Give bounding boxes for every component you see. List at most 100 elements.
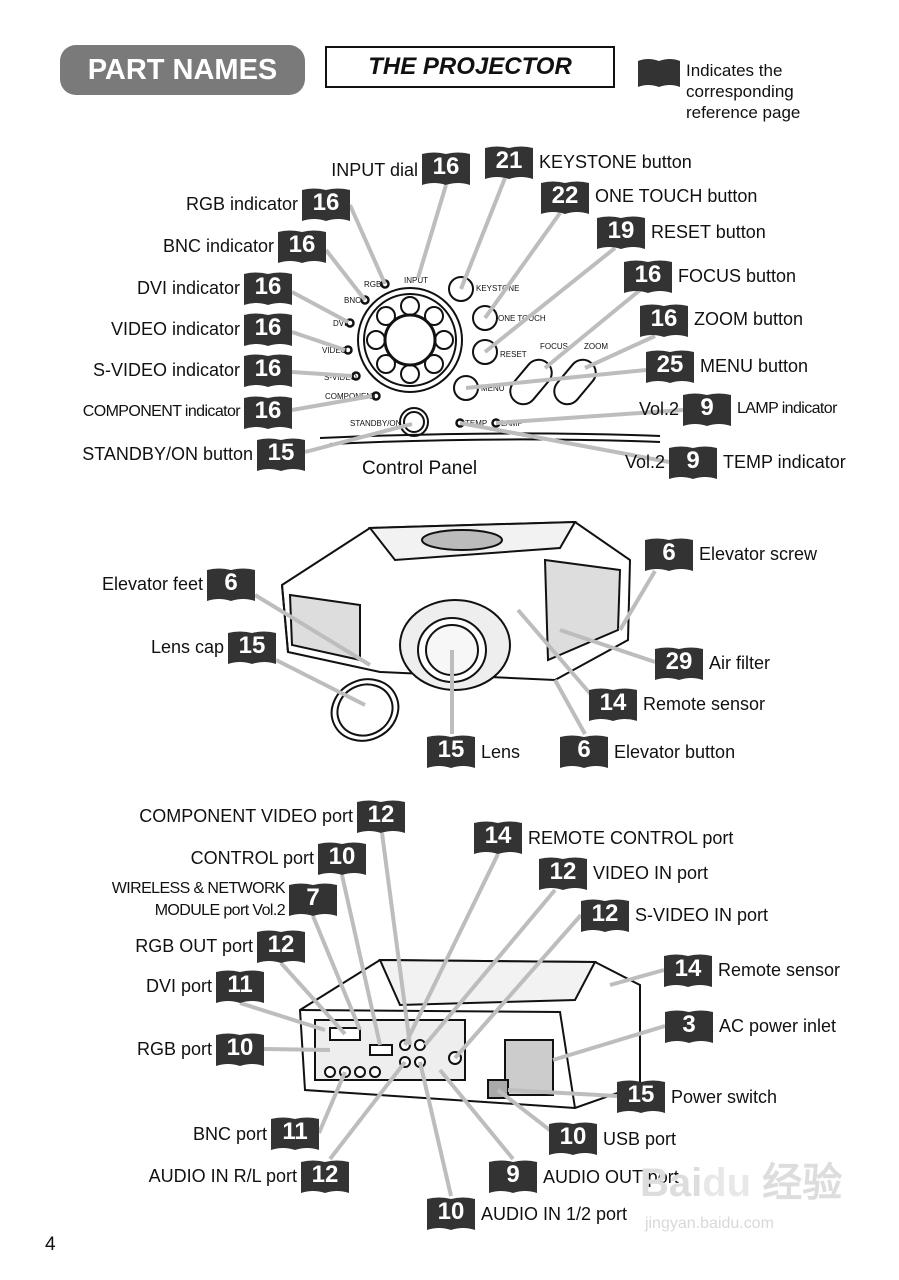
book-page-badge: 29 (655, 646, 703, 680)
book-page-badge: 16 (244, 395, 292, 429)
page-number-text: 7 (306, 884, 320, 911)
page-number-text: 12 (267, 931, 295, 958)
callout-label: COMPONENT VIDEO port (139, 806, 353, 826)
page-number-text: 15 (627, 1081, 655, 1108)
callout-label: USB port (603, 1129, 677, 1149)
book-page-badge: 6 (207, 567, 255, 601)
book-page-badge: 10 (427, 1196, 475, 1230)
callout-label: INPUT dial (331, 160, 418, 180)
callout-label: DVI port (145, 976, 212, 996)
page-number-text: 15 (238, 632, 266, 659)
control-panel-caption: Control Panel (362, 458, 478, 479)
book-page-badge: 6 (645, 537, 693, 571)
callout-label: LAMP indicator (737, 400, 837, 417)
callout-label: Elevator screw (699, 544, 818, 564)
book-page-badge: 16 (244, 271, 292, 305)
volume-reference: Vol.2 (624, 452, 665, 472)
projector-rear-drawing (298, 958, 641, 1110)
page-number-text: 14 (484, 822, 512, 849)
page-number-text: 16 (254, 355, 282, 382)
page-number-text: 12 (549, 858, 577, 885)
callout-label: CONTROL port (190, 848, 314, 868)
book-page-badge: 12 (539, 856, 587, 890)
book-page-badge: 3 (665, 1009, 713, 1043)
callout-label: RGB OUT port (135, 936, 253, 956)
page-number-text: 25 (656, 351, 684, 378)
section-title: THE PROJECTOR (325, 46, 615, 88)
book-page-badge: 16 (244, 353, 292, 387)
book-page-badge: 10 (216, 1032, 264, 1066)
callout-label: Elevator feet (101, 574, 203, 594)
legend-text: Indicates the corresponding reference pa… (686, 60, 800, 123)
page-number-text: 12 (591, 900, 619, 927)
book-page-badge: 9 (669, 445, 717, 479)
page-number-text: 12 (311, 1161, 339, 1188)
book-page-badge: 9 (489, 1159, 537, 1193)
volume-reference: Vol.2 (638, 399, 679, 419)
book-page-badge: 9 (683, 392, 731, 426)
book-page-badge: 12 (301, 1159, 349, 1193)
page-number-text: 6 (224, 569, 238, 596)
callout-label: BNC indicator (162, 236, 274, 256)
page-number-text: 16 (312, 189, 340, 216)
callout-label: S-VIDEO indicator (92, 360, 240, 380)
legend-line: Indicates the (686, 61, 783, 80)
page-number-text: 10 (437, 1198, 465, 1225)
callout-label: STANDBY/ON button (82, 444, 253, 464)
panel-label-component: COMPONENT (325, 392, 377, 401)
page-number-text: 29 (665, 648, 693, 675)
book-page-badge: 25 (646, 349, 694, 383)
panel-label-keystone: KEYSTONE (476, 284, 519, 293)
page-number-text: 16 (254, 273, 282, 300)
page-number-text: 16 (254, 397, 282, 424)
callout-label: AUDIO IN R/L port (148, 1166, 297, 1186)
book-page-badge: 12 (257, 929, 305, 963)
page-number-text: 16 (288, 231, 316, 258)
page-number-text: 15 (437, 736, 465, 763)
page-number-text: 11 (227, 971, 253, 998)
page-number-text: 21 (495, 147, 523, 174)
callout-label: AUDIO OUT port (543, 1167, 679, 1187)
callout-label: BNC port (192, 1124, 267, 1144)
page-number-text: 16 (432, 153, 460, 180)
page-number-text: 9 (686, 447, 700, 474)
panel-label-s-video: S-VIDEO (324, 373, 357, 382)
book-page-badge: 16 (302, 187, 350, 221)
book-page-badge: 10 (318, 841, 366, 875)
book-page-badge: 16 (422, 151, 470, 185)
book-page-badge: 15 (228, 630, 276, 664)
panel-label-menu: MENU (481, 384, 505, 393)
book-page-badge: 14 (474, 820, 522, 854)
callout-label: RGB indicator (185, 194, 298, 214)
panel-label-one-touch: ONE TOUCH (498, 314, 546, 323)
callout-label: Remote sensor (718, 960, 841, 980)
book-page-badge: 14 (664, 953, 712, 987)
book-page-badge: 11 (271, 1116, 319, 1150)
page-number-text: 6 (662, 539, 676, 566)
book-page-badge: 6 (560, 734, 608, 768)
book-icon (638, 59, 680, 87)
book-page-badge: 7 (289, 882, 337, 916)
page-number-text: 16 (650, 305, 678, 332)
callout-label: COMPONENT indicator (82, 403, 241, 420)
book-page-badge: 11 (216, 969, 264, 1003)
callout-label: Elevator button (614, 742, 736, 762)
callout-label: REMOTE CONTROL port (528, 828, 734, 848)
leader-lines (239, 177, 684, 1197)
page-number-text: 14 (599, 689, 627, 716)
callout-label: MENU button (700, 356, 809, 376)
callout-label: AUDIO IN 1/2 port (481, 1204, 628, 1224)
callout-label: S-VIDEO IN port (635, 905, 769, 925)
page-number-text: 15 (267, 439, 295, 466)
callout-label: WIRELESS & NETWORK (111, 880, 286, 897)
page-number-text: 11 (282, 1118, 308, 1145)
page-number-text: 14 (674, 955, 702, 982)
panel-label-rgb: RGB (364, 280, 381, 289)
book-page-badge: 22 (541, 180, 589, 214)
control-panel-drawing (319, 276, 661, 445)
book-page-badge: 15 (257, 437, 305, 471)
panel-label-video: VIDEO (322, 346, 347, 355)
book-page-badge: 16 (640, 303, 688, 337)
watermark-logo: Baidu 经验 (640, 1161, 843, 1205)
page-title: PART NAMES (60, 45, 305, 95)
